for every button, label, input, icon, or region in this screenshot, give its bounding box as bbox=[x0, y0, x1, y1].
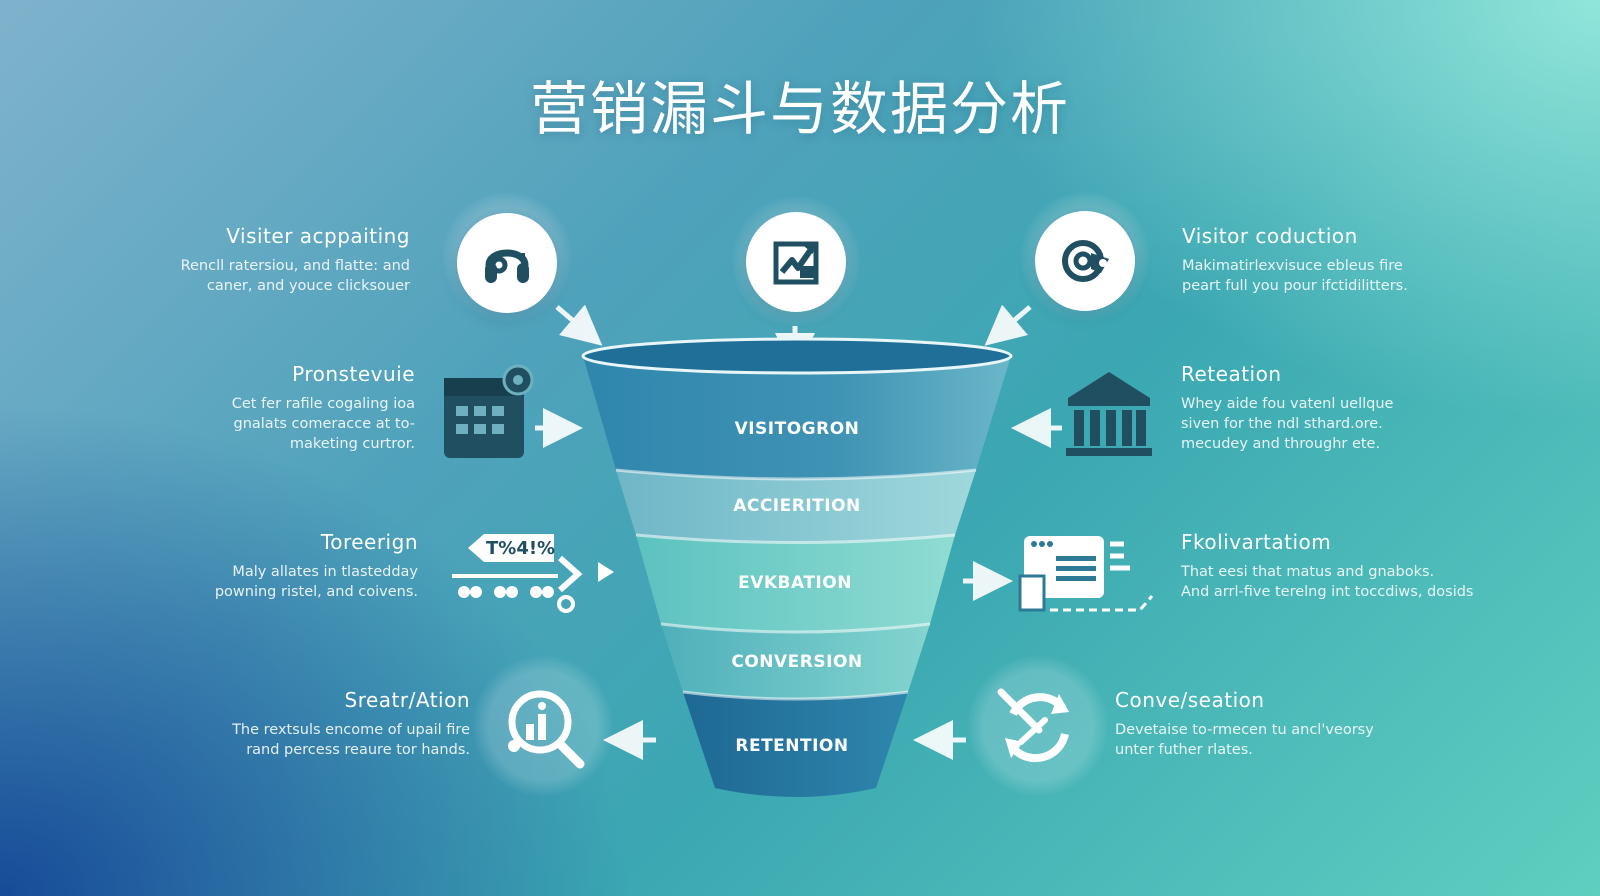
arrow-top-left bbox=[555, 304, 603, 346]
left-block-targeting: Toreerign Maly allates in tlastedday pow… bbox=[118, 530, 418, 602]
analytics-magnifier-icon bbox=[500, 684, 590, 778]
funnel-stage-label: VISITOGRON bbox=[734, 419, 860, 439]
block-line: unter futher rlates. bbox=[1115, 742, 1253, 758]
block-line: And arrl-five terelng int toccdiws, dosi… bbox=[1181, 584, 1474, 600]
bank-building-icon bbox=[1064, 370, 1154, 464]
block-line: maketing curtror. bbox=[289, 436, 415, 452]
block-title: Pronstevuie bbox=[292, 362, 415, 386]
block-line: Cet fer rafile cogaling ioa bbox=[231, 396, 415, 412]
left-block-prospective: Pronstevuie Cet fer rafile cogaling ioa … bbox=[115, 362, 415, 454]
block-line: rand percess reaure tor hands. bbox=[246, 742, 470, 758]
cycle-arrows-icon bbox=[1035, 211, 1135, 311]
block-title: Reteation bbox=[1181, 362, 1282, 386]
funnel-stage-2 bbox=[616, 470, 976, 543]
block-line: siven for the ndl sthard.ore. bbox=[1181, 416, 1383, 432]
discount-tag-icon: T%4!% bbox=[448, 526, 628, 620]
block-line: Maly allates in tlastedday bbox=[232, 564, 418, 580]
block-line: Rencll ratersiou, and flatte: and bbox=[180, 258, 410, 274]
right-block-evaluation: Fkolivartatiom That eesi that matus and … bbox=[1181, 530, 1541, 602]
block-line: Makimatirlexvisuce ebleus fire bbox=[1182, 258, 1403, 274]
block-line: The rextsuls encome of upail fire bbox=[232, 722, 470, 738]
discount-tag-text: T%4!% bbox=[486, 538, 555, 559]
left-block-visitor-acquisition: Visiter acppaiting Rencll ratersiou, and… bbox=[110, 224, 410, 296]
block-line: caner, and youce clicksouer bbox=[206, 278, 410, 294]
funnel-stage-label: EVKBATION bbox=[738, 573, 852, 593]
block-line: Devetaise to-rmecen tu ancl'veorsy bbox=[1115, 722, 1374, 738]
funnel-stage-4 bbox=[661, 624, 930, 699]
block-line: gnalats comeracce at to- bbox=[233, 416, 416, 432]
right-block-visitor-conduction: Visitor coduction Makimatirlexvisuce ebl… bbox=[1182, 224, 1522, 296]
calendar-gear-icon bbox=[442, 364, 542, 466]
refresh-tools-icon bbox=[993, 684, 1083, 778]
right-block-conversation: Conve/seation Devetaise to-rmecen tu anc… bbox=[1115, 688, 1455, 760]
left-block-creation: Sreatr/Ation The rextsuls encome of upai… bbox=[170, 688, 470, 760]
block-line: Whey aide fou vatenl uellque bbox=[1181, 396, 1394, 412]
funnel-stage-label: CONVERSION bbox=[731, 652, 863, 672]
chart-checkmark-icon bbox=[746, 212, 846, 312]
block-title: Fkolivartatiom bbox=[1181, 530, 1332, 554]
block-line: mecudey and throughr ete. bbox=[1181, 436, 1381, 452]
funnel-stage-label: RETENTION bbox=[735, 736, 849, 756]
arrow-top-right bbox=[984, 304, 1032, 346]
block-title: Sreatr/Ation bbox=[344, 688, 470, 712]
block-line: peart full you pour ifctidilitters. bbox=[1182, 278, 1408, 294]
funnel-stage-5 bbox=[683, 692, 908, 797]
block-title: Visitor coduction bbox=[1182, 224, 1358, 248]
headphones-icon bbox=[457, 213, 557, 313]
block-line: powning ristel, and coivens. bbox=[214, 584, 418, 600]
funnel-stage-3 bbox=[636, 535, 955, 632]
block-title: Toreerign bbox=[320, 530, 418, 554]
funnel-stage-label: ACCIERITION bbox=[733, 496, 861, 516]
block-title: Conve/seation bbox=[1115, 688, 1265, 712]
right-block-retention: Reteation Whey aide fou vatenl uellque s… bbox=[1181, 362, 1521, 454]
funnel-rim bbox=[581, 337, 1013, 375]
block-title: Visiter acppaiting bbox=[226, 224, 410, 248]
page-title: 营销漏斗与数据分析 bbox=[529, 75, 1070, 143]
funnel-stage-1 bbox=[583, 356, 1011, 479]
dashboard-screen-icon bbox=[1018, 530, 1160, 624]
block-line: That eesi that matus and gnaboks. bbox=[1181, 564, 1435, 580]
